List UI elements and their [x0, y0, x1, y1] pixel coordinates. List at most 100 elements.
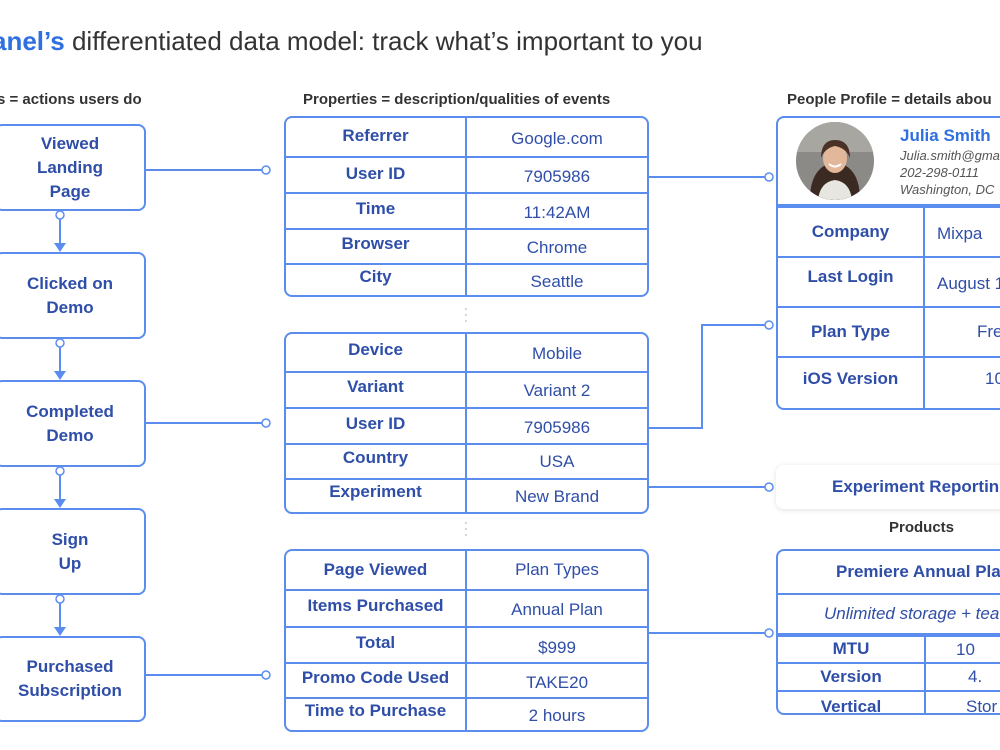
table-row: MTU 10	[778, 635, 1000, 662]
property-value: Chrome	[526, 238, 588, 257]
profile-key: iOS Version	[778, 358, 925, 408]
product-key: Vertical	[778, 692, 926, 713]
property-value: Plan Types	[515, 560, 599, 579]
product-key: Version	[778, 664, 926, 690]
property-key: Time to Purchase	[286, 699, 467, 730]
property-key: Country	[286, 445, 467, 478]
event-label: Clicked on Demo	[27, 273, 113, 317]
profile-value: August 1	[937, 274, 1000, 293]
people-profile-card: Julia Smith Julia.smith@gma 202-298-0111…	[776, 116, 1000, 410]
profile-name: Julia Smith	[900, 126, 991, 145]
event-completed-demo: Completed Demo	[0, 380, 146, 467]
event-clicked-on-demo: Clicked on Demo	[0, 252, 146, 339]
page-title: anel’s differentiated data model: track …	[0, 26, 703, 57]
property-key: User ID	[286, 158, 467, 192]
property-value: USA	[539, 452, 575, 471]
products-card: Premiere Annual Pla Unlimited storage + …	[776, 549, 1000, 715]
property-key: Promo Code Used	[286, 664, 467, 697]
property-key: Total	[286, 628, 467, 662]
property-key: Browser	[286, 230, 467, 263]
property-value: 7905986	[523, 418, 591, 437]
property-key: City	[286, 265, 467, 295]
event-sign-up: Sign Up	[0, 508, 146, 595]
table-row: Plan Type Fre	[778, 306, 1000, 356]
table-row: Vertical Stor	[778, 690, 1000, 715]
profile-photo-icon	[796, 122, 874, 200]
table-row: Total $999	[286, 626, 647, 662]
products-header: Products	[889, 519, 955, 536]
properties-table-demo: Device Mobile Variant Variant 2 User ID 790…	[284, 332, 649, 514]
profile-key: Last Login	[778, 258, 925, 306]
property-key: Time	[286, 194, 467, 228]
profile-phone: 202-298-0111	[900, 165, 980, 180]
table-row: Version 4.	[778, 662, 1000, 690]
table-row: User ID 7905986	[286, 156, 647, 192]
profile-value: Mixpa	[937, 224, 983, 243]
product-key: MTU	[778, 637, 926, 662]
table-row: User ID 7905986	[286, 407, 647, 443]
avatar	[796, 122, 874, 200]
experiment-reporting-label: Experiment Reportin	[832, 477, 1000, 496]
event-purchased-subscription: Purchased Subscription	[0, 636, 146, 722]
properties-table-landing: Referrer Google.com User ID 7905986 Time 11…	[284, 116, 649, 297]
product-value: Stor	[966, 697, 998, 715]
property-key: Referrer	[286, 118, 467, 156]
property-value: 11:42AM	[523, 203, 591, 222]
property-value: Annual Plan	[511, 600, 603, 619]
properties-table-purchase: Page Viewed Plan Types Items Purchased Ann…	[284, 549, 649, 732]
property-key: Variant	[286, 373, 467, 407]
table-row: iOS Version 10	[778, 356, 1000, 408]
property-value: Seattle	[530, 272, 584, 291]
product-value: 4.	[968, 667, 983, 686]
profile-location: Washington, DC	[900, 182, 995, 197]
table-row: Browser Chrome	[286, 228, 647, 263]
event-label: Viewed Landing Page	[36, 133, 104, 201]
table-row: Variant Variant 2	[286, 371, 647, 407]
property-key: User ID	[286, 409, 467, 443]
event-label: Purchased Subscription	[18, 657, 122, 700]
property-value: 7905986	[523, 167, 591, 186]
profile-header: People Profile = details abou	[787, 91, 992, 108]
brand-name: anel’s	[0, 26, 65, 56]
property-value: TAKE20	[525, 673, 589, 692]
product-description: Unlimited storage + tea	[778, 595, 1000, 635]
table-row: Country USA	[286, 443, 647, 478]
property-value: New Brand	[514, 487, 600, 506]
profile-header: Julia Smith Julia.smith@gma 202-298-0111…	[778, 118, 1000, 206]
property-value: Variant 2	[523, 381, 591, 400]
property-value: 2 hours	[528, 706, 586, 725]
event-label: Completed Demo	[26, 401, 114, 445]
profile-key: Plan Type	[778, 308, 925, 356]
event-label: Sign Up	[51, 529, 89, 573]
table-row: Items Purchased Annual Plan	[286, 589, 647, 626]
properties-header: Properties = description/qualities of ev…	[303, 91, 611, 108]
property-key: Items Purchased	[286, 591, 467, 626]
profile-value: 10	[985, 369, 1000, 388]
profile-value: Fre	[977, 322, 1000, 341]
table-row: Company Mixpa	[778, 206, 1000, 256]
property-key: Device	[286, 334, 467, 371]
product-name: Premiere Annual Pla	[778, 551, 1000, 595]
table-row: Referrer Google.com	[286, 118, 647, 156]
property-value: $999	[538, 638, 576, 657]
table-row: Time to Purchase 2 hours	[286, 697, 647, 730]
events-header: ts = actions users do	[0, 91, 142, 108]
table-row: Last Login August 1	[778, 256, 1000, 306]
table-row: Promo Code Used TAKE20	[286, 662, 647, 697]
table-row: Page Viewed Plan Types	[286, 551, 647, 589]
property-key: Page Viewed	[286, 551, 467, 589]
property-value: Mobile	[531, 344, 583, 363]
title-text: differentiated data model: track what’s …	[64, 26, 703, 56]
experiment-reporting-box: Experiment Reportin	[776, 465, 1000, 509]
property-key: Experiment	[286, 480, 467, 512]
product-value: 10	[956, 640, 975, 659]
profile-key: Company	[778, 208, 925, 256]
table-row: Time 11:42AM	[286, 192, 647, 228]
property-value: Google.com	[511, 129, 603, 148]
event-viewed-landing-page: Viewed Landing Page	[0, 124, 146, 211]
profile-email: Julia.smith@gma	[900, 148, 1000, 163]
table-row: Device Mobile	[286, 334, 647, 371]
table-row: City Seattle	[286, 263, 647, 295]
table-row: Experiment New Brand	[286, 478, 647, 512]
